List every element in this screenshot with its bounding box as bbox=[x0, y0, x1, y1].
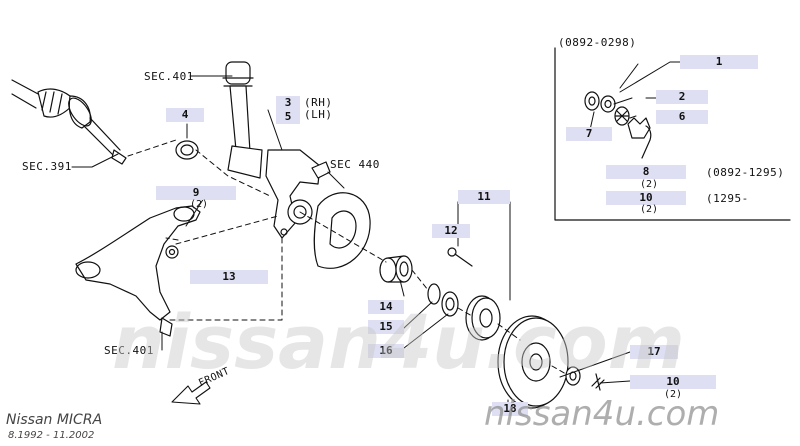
part-label-12: 12 bbox=[432, 224, 470, 238]
watermark-bottom-right: nissan4u.com bbox=[484, 394, 720, 434]
rh-label: (RH) bbox=[304, 96, 333, 109]
snap-ring-part15 bbox=[427, 283, 441, 305]
part-label-2: 2 bbox=[656, 90, 708, 104]
hub-part11 bbox=[465, 295, 501, 341]
part-label-1: 1 bbox=[680, 55, 758, 69]
part-9-qty: (2) bbox=[190, 199, 209, 210]
sec391-ref: SEC.391 bbox=[22, 160, 72, 173]
sec440-ref: SEC 440 bbox=[330, 158, 380, 171]
part-label-5: 5 bbox=[276, 110, 300, 124]
inset-frame bbox=[554, 47, 791, 221]
part-label-10-inset: 10 bbox=[606, 191, 686, 205]
washer-part16 bbox=[441, 291, 459, 317]
part-10-qty: (2) bbox=[664, 389, 683, 400]
front-arrow-icon bbox=[171, 381, 211, 405]
seal-part4 bbox=[175, 140, 199, 160]
footer-years: 8.1992 - 11.2002 bbox=[8, 430, 95, 441]
range-label-top: (0892-0298) bbox=[558, 36, 637, 49]
sec401-top-ref: SEC.401 bbox=[144, 70, 194, 83]
inset-nut bbox=[584, 91, 600, 111]
part-label-15: 15 bbox=[368, 320, 404, 334]
watermark-center: nissan4u.com bbox=[112, 300, 685, 386]
inset-lock-nut bbox=[614, 106, 630, 126]
part-label-8: 8 bbox=[606, 165, 686, 179]
part-label-13: 13 bbox=[190, 270, 268, 284]
inset-castle-cap bbox=[627, 117, 651, 139]
lower-control-arm bbox=[75, 205, 201, 337]
bearing-part14 bbox=[379, 255, 413, 283]
dashed-lines bbox=[127, 139, 567, 375]
inset-washer bbox=[600, 95, 616, 113]
part-10-inset-qty: (2) bbox=[640, 204, 659, 215]
nut-part9 bbox=[165, 245, 179, 259]
part-label-4: 4 bbox=[166, 108, 204, 122]
part-label-16: 16 bbox=[368, 344, 404, 358]
cotter-pin-part10 bbox=[591, 373, 605, 391]
disc-shield bbox=[313, 192, 371, 269]
sec401-bottom-ref: SEC.401 bbox=[104, 344, 154, 357]
part-label-9: 9 bbox=[156, 186, 236, 200]
footer-model: Nissan MICRA bbox=[6, 412, 103, 428]
stud-part12 bbox=[447, 247, 473, 267]
part-label-7: 7 bbox=[566, 127, 612, 141]
part-8-qty: (2) bbox=[640, 179, 659, 190]
inset-pin bbox=[641, 125, 652, 159]
part-label-14: 14 bbox=[368, 300, 404, 314]
part-label-3: 3 bbox=[276, 96, 300, 110]
drive-shaft bbox=[11, 79, 127, 165]
part-10-inset-range: (1295- bbox=[706, 192, 749, 205]
strut bbox=[222, 61, 263, 179]
part-label-18: 18 bbox=[492, 402, 528, 416]
part-label-17: 17 bbox=[630, 345, 678, 359]
part-label-10: 10 bbox=[630, 375, 716, 389]
part-label-11: 11 bbox=[458, 190, 510, 204]
part-8-range: (0892-1295) bbox=[706, 166, 785, 179]
part-label-6: 6 bbox=[656, 110, 708, 124]
lh-label: (LH) bbox=[304, 108, 333, 121]
